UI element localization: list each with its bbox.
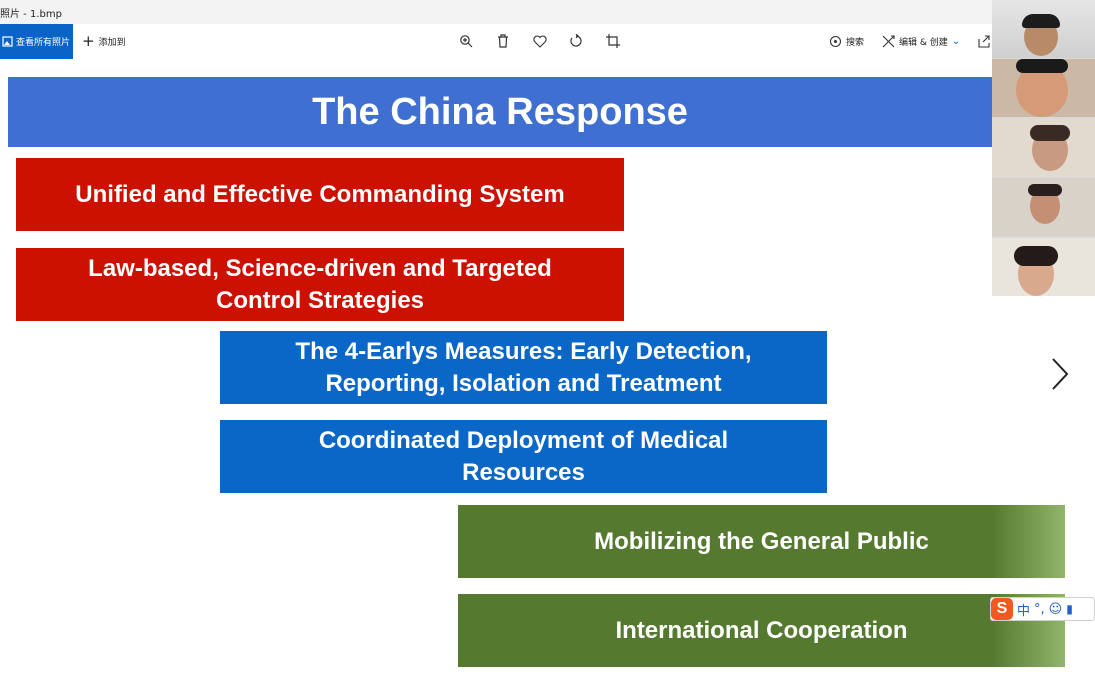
video-call-panel [992, 0, 1095, 296]
item-general-public: Mobilizing the General Public [458, 505, 1065, 578]
edit-create-label: 编辑 & 创建 [899, 38, 948, 48]
edit-create-button[interactable]: 编辑 & 创建 ⌄ [882, 24, 960, 59]
slide-title: The China Response [8, 77, 992, 147]
window-title: 照片 - 1.bmp [0, 9, 62, 20]
edit-create-icon [882, 35, 895, 48]
delete-icon[interactable] [495, 33, 511, 49]
crop-icon[interactable] [605, 33, 621, 49]
add-to-button[interactable]: + 添加到 [82, 24, 126, 59]
photo-icon [2, 36, 13, 47]
search-label: 搜索 [846, 38, 865, 48]
item-control-strategies: Law-based, Science-driven and Targeted C… [16, 248, 624, 321]
participant-video-tile[interactable] [992, 178, 1095, 236]
participant-video-tile[interactable] [992, 238, 1095, 296]
search-icon [829, 35, 842, 48]
participant-video-tile[interactable] [992, 0, 1095, 58]
ime-punctuation[interactable]: °, [1034, 601, 1045, 617]
add-to-label: 添加到 [98, 38, 126, 48]
item-commanding-system: Unified and Effective Commanding System [16, 158, 624, 231]
item-international-cooperation: International Cooperation [458, 594, 1065, 667]
share-icon[interactable] [976, 33, 992, 49]
slide-canvas: The China Response Unified and Effective… [0, 59, 1065, 685]
ime-toolbar[interactable]: S 中 °, ☺ ▮ [990, 597, 1095, 621]
photos-toolbar: 查看所有照片 + 添加到 搜索 编辑 & 创建 ⌄ [0, 24, 992, 59]
item-four-earlys: The 4-Earlys Measures: Early Detection, … [220, 331, 827, 404]
item-medical-resources: Coordinated Deployment of Medical Resour… [220, 420, 827, 493]
search-button[interactable]: 搜索 [829, 24, 864, 59]
rotate-icon[interactable] [568, 33, 584, 49]
participant-video-tile[interactable] [992, 59, 1095, 117]
next-image-arrow-icon[interactable] [1048, 356, 1072, 392]
ime-mode[interactable]: 中 [1017, 603, 1031, 619]
plus-icon: + [82, 32, 95, 50]
emoji-icon[interactable]: ☺ [1048, 601, 1063, 617]
microphone-icon[interactable]: ▮ [1066, 602, 1073, 616]
view-all-photos-button[interactable]: 查看所有照片 [0, 24, 73, 59]
favorite-icon[interactable] [532, 33, 548, 49]
participant-video-tile[interactable] [992, 119, 1095, 177]
chevron-down-icon: ⌄ [951, 36, 961, 47]
window-titlebar: 照片 - 1.bmp [0, 0, 992, 24]
view-all-photos-label: 查看所有照片 [16, 38, 71, 48]
zoom-in-icon[interactable] [458, 33, 474, 49]
sogou-logo-icon: S [991, 598, 1013, 620]
